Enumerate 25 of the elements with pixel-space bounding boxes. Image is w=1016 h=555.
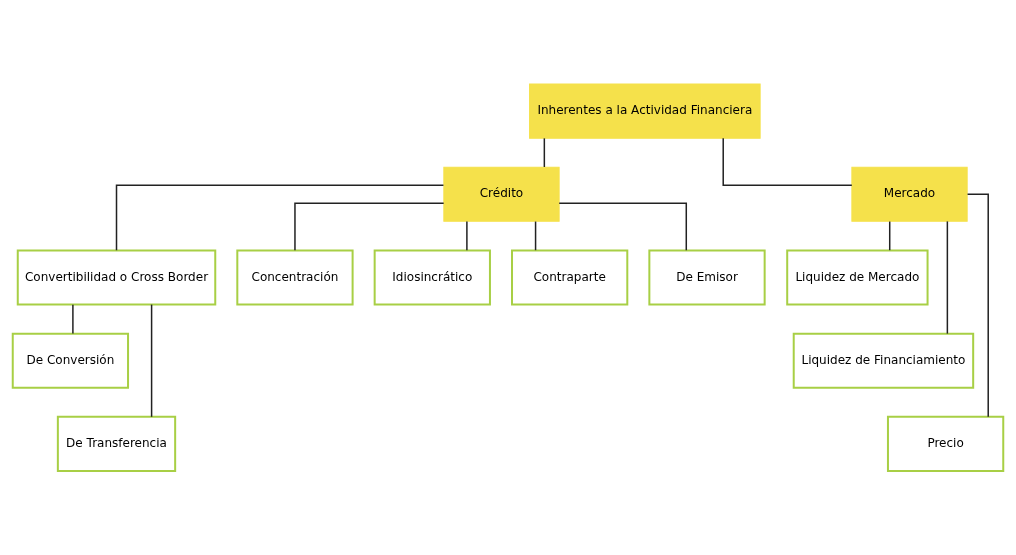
- connector: [888, 220, 891, 251]
- connector: [558, 202, 688, 252]
- node-box: Precio: [886, 415, 1005, 472]
- node-box: Liquidez de Financiamiento: [792, 332, 975, 389]
- node-box: Mercado: [851, 166, 968, 222]
- node-box: Contraparte: [511, 249, 629, 306]
- node-box: Liquidez de Mercado: [786, 249, 929, 306]
- node-box: De Transferencia: [56, 415, 177, 472]
- connector: [466, 220, 468, 251]
- connector: [722, 137, 853, 186]
- node-box: Crédito: [443, 166, 560, 222]
- connector: [543, 137, 546, 168]
- connector: [150, 303, 153, 418]
- connector: [534, 220, 537, 251]
- connector: [72, 304, 74, 335]
- node-box: Inherentes a la Actividad Financiera: [529, 83, 761, 139]
- node-box: Convertibilidad o Cross Border: [16, 249, 217, 306]
- node-box: De Emisor: [648, 249, 766, 306]
- connector: [115, 184, 445, 252]
- connector: [966, 193, 989, 418]
- node-box: Concentración: [236, 249, 354, 306]
- node-box: De Conversión: [11, 332, 130, 389]
- connector: [946, 220, 949, 335]
- node-box: Idiosincrático: [373, 249, 491, 306]
- connector: [294, 202, 445, 252]
